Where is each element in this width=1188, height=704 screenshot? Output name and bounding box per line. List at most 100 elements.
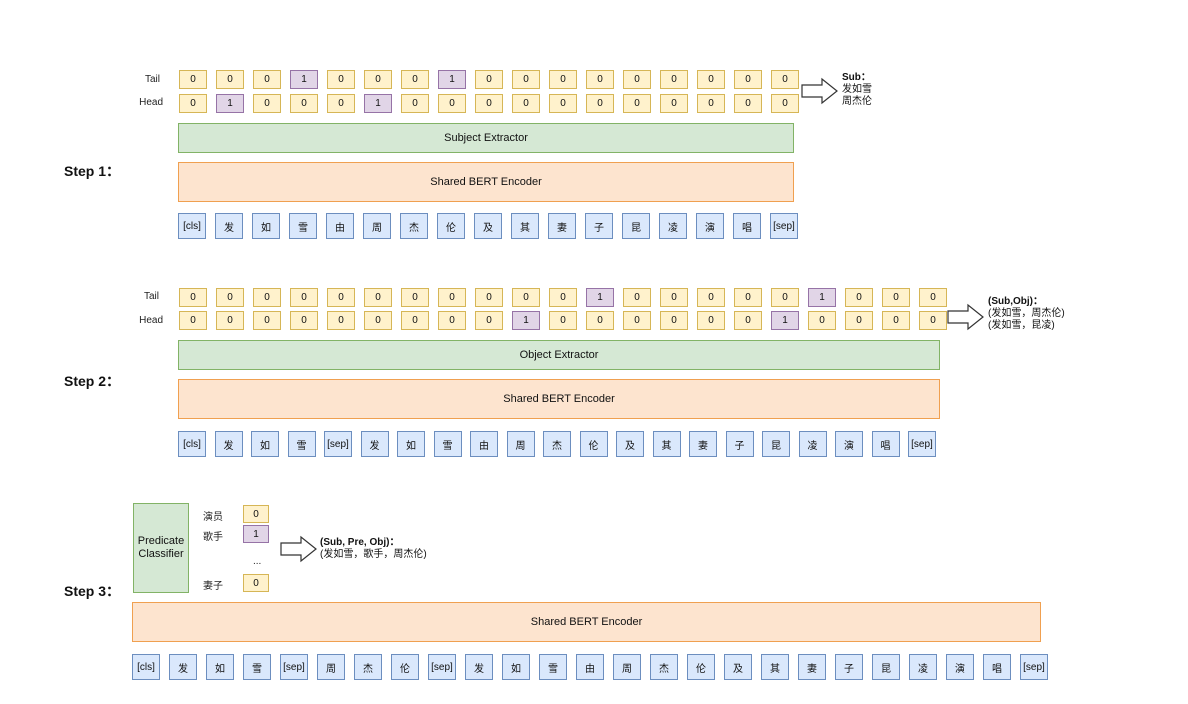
step2-head-cell: 0 (549, 311, 577, 330)
step1-head-cell: 0 (549, 94, 577, 113)
step2-tail-cell: 0 (623, 288, 651, 307)
token-box: [cls] (178, 431, 206, 457)
token-box: 妻 (689, 431, 717, 457)
step3-output: (Sub, Pre, Obj)： (发如雪，歌手，周杰伦) (320, 537, 427, 561)
token-box: 伦 (437, 213, 465, 239)
step2-tail-cell: 0 (401, 288, 429, 307)
step2-head-cell: 0 (919, 311, 947, 330)
step1-tail-cell: 0 (623, 70, 651, 89)
token-box: 及 (474, 213, 502, 239)
token-box: 由 (470, 431, 498, 457)
token-box: 其 (511, 213, 539, 239)
step3-arrow-icon (280, 535, 317, 563)
step2-output-title: (Sub,Obj)： (988, 296, 1043, 307)
step2-head-cell: 0 (179, 311, 207, 330)
token-box: [sep] (280, 654, 308, 680)
predicate-score: 0 (243, 574, 269, 592)
predicate-classifier-line: Classifier (138, 548, 184, 560)
step2-tail-cell: 0 (660, 288, 688, 307)
step1-head-cell: 0 (623, 94, 651, 113)
token-box: 雪 (243, 654, 271, 680)
token-box: 凌 (798, 431, 827, 457)
token-box: 及 (724, 654, 752, 680)
step1-tail-cell: 0 (512, 70, 540, 89)
step2-token-row: [cls]发如雪[sep]发如雪由周杰伦及其妻子昆凌演唱[sep] (178, 431, 945, 457)
token-box: 昆 (762, 431, 790, 457)
step1-head-label: Head (139, 97, 163, 108)
step2-head-cell: 0 (475, 311, 503, 330)
token-box: 子 (725, 431, 754, 457)
step2-head-cell: 1 (512, 311, 540, 330)
step2-arrow-icon (947, 303, 984, 331)
step1-head-cell: 1 (216, 94, 244, 113)
token-box: 如 (206, 654, 234, 680)
step1-tail-cell: 0 (475, 70, 503, 89)
token-box: 发 (360, 431, 389, 457)
step2-tail-cell: 0 (512, 288, 540, 307)
step2-label: Step 2： (64, 373, 121, 389)
step1-tail-cell: 0 (327, 70, 355, 89)
step1-tail-cell: 0 (253, 70, 281, 89)
step2-head-cell: 0 (845, 311, 873, 330)
token-box: [sep] (428, 654, 456, 680)
token-box: [cls] (132, 654, 160, 680)
step1-head-cell: 0 (438, 94, 466, 113)
step1-head-cell: 0 (586, 94, 614, 113)
step3-output-title: (Sub, Pre, Obj)： (320, 537, 400, 548)
step3-label: Step 3： (64, 583, 121, 599)
step2-tail-cell: 0 (771, 288, 799, 307)
token-box: 发 (215, 213, 243, 239)
step2-tail-cell: 0 (882, 288, 910, 307)
token-box: 周 (613, 654, 641, 680)
token-box: [sep] (908, 431, 936, 457)
step2-head-cell: 1 (771, 311, 799, 330)
step2-tail-cell: 0 (216, 288, 244, 307)
step1-tail-cell: 0 (401, 70, 429, 89)
step2-head-cell: 0 (216, 311, 244, 330)
step1-token-row: [cls]发如雪由周杰伦及其妻子昆凌演唱[sep] (178, 213, 807, 239)
object-extractor: Object Extractor (178, 340, 940, 370)
step2-tail-cell: 0 (327, 288, 355, 307)
step2-output: (Sub,Obj)： (发如雪，周杰伦) (发如雪，昆凌) (988, 296, 1065, 332)
step2-head-cell: 0 (438, 311, 466, 330)
token-box: [cls] (178, 213, 206, 239)
token-box: 子 (585, 213, 613, 239)
step1-tail-label: Tail (144, 74, 160, 85)
step1-tail-cell: 0 (549, 70, 577, 89)
token-box: 及 (616, 431, 644, 457)
step2-head-cell: 0 (364, 311, 392, 330)
step1-head-cell: 0 (179, 94, 207, 113)
token-box: 伦 (687, 654, 715, 680)
step1-head-cell: 0 (475, 94, 503, 113)
predicate-label: 演员 (203, 512, 223, 523)
token-box: [sep] (1020, 654, 1048, 680)
token-box: 伦 (579, 431, 608, 457)
step1-tail-cell: 0 (660, 70, 688, 89)
step2-head-cell: 0 (290, 311, 318, 330)
token-box: 唱 (733, 213, 761, 239)
step2-head-cell: 0 (734, 311, 762, 330)
token-box: 如 (502, 654, 530, 680)
step1-tail-cell: 0 (734, 70, 762, 89)
step2-tail-cell: 0 (438, 288, 466, 307)
step1-tail-cell: 0 (364, 70, 392, 89)
step1-output-line: 周杰伦 (842, 96, 872, 107)
step2-bert-encoder: Shared BERT Encoder (178, 379, 940, 419)
step2-tail-cell: 0 (734, 288, 762, 307)
step2-head-cell: 0 (253, 311, 281, 330)
step1-head-cell: 0 (327, 94, 355, 113)
step2-head-cell: 0 (327, 311, 355, 330)
token-box: 由 (326, 213, 354, 239)
token-box: 演 (696, 213, 724, 239)
predicate-score: 0 (243, 505, 269, 523)
predicate-classifier-line: Predicate (137, 535, 185, 547)
token-box: 周 (317, 654, 345, 680)
token-box: 昆 (872, 654, 900, 680)
step2-tail-label: Tail (143, 291, 159, 302)
step2-tail-cell: 0 (179, 288, 207, 307)
token-box: 杰 (400, 213, 428, 239)
token-box: 子 (835, 654, 863, 680)
